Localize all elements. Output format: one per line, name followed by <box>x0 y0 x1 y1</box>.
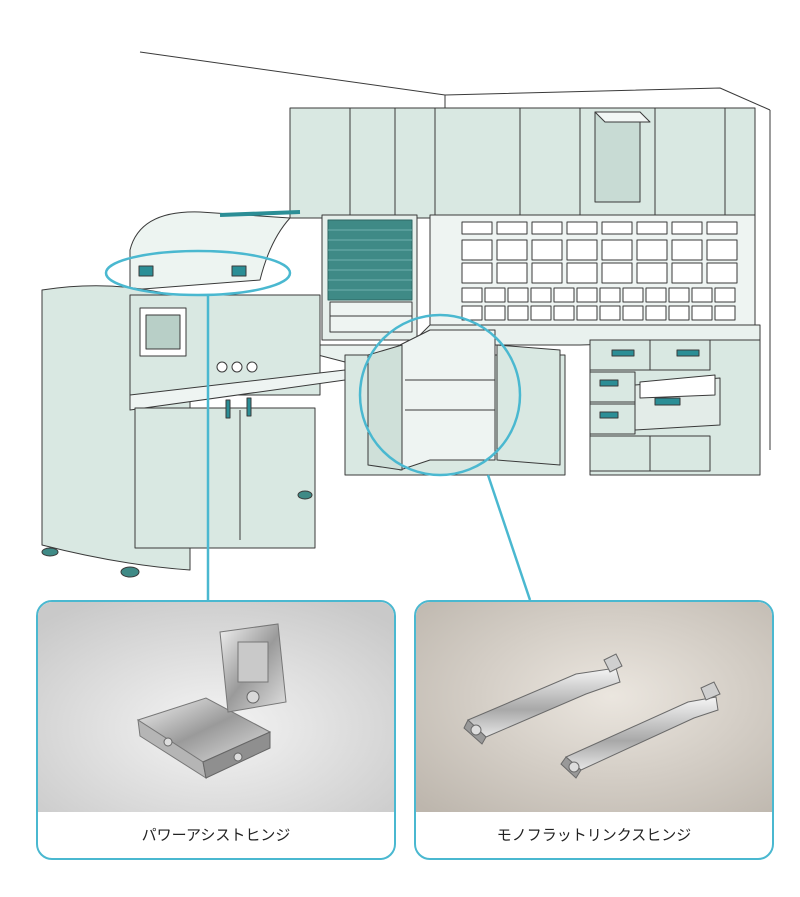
shutter-cabinet <box>321 214 418 341</box>
upper-cabinets-left <box>289 107 756 219</box>
medicine-shelves <box>429 214 756 326</box>
mono-flat-links-hinge-caption: モノフラットリンクスヒンジ <box>496 826 692 844</box>
power-assist-hinge-caption: パワーアシストヒンジ <box>141 826 291 844</box>
working-cart <box>41 210 346 578</box>
mono-flat-links-hinge-photo-icon <box>416 602 772 812</box>
callout-markers <box>104 249 532 600</box>
drawer-unit <box>589 339 761 476</box>
cabinet-illustration <box>41 51 771 600</box>
power-assist-hinge-photo-icon <box>38 602 394 812</box>
power-assist-hinge-panel: パワーアシストヒンジ <box>36 600 396 860</box>
lower-corner-cabinet <box>344 329 566 476</box>
room-lines <box>139 51 771 450</box>
mono-flat-links-hinge-panel: モノフラットリンクスヒンジ <box>414 600 774 860</box>
